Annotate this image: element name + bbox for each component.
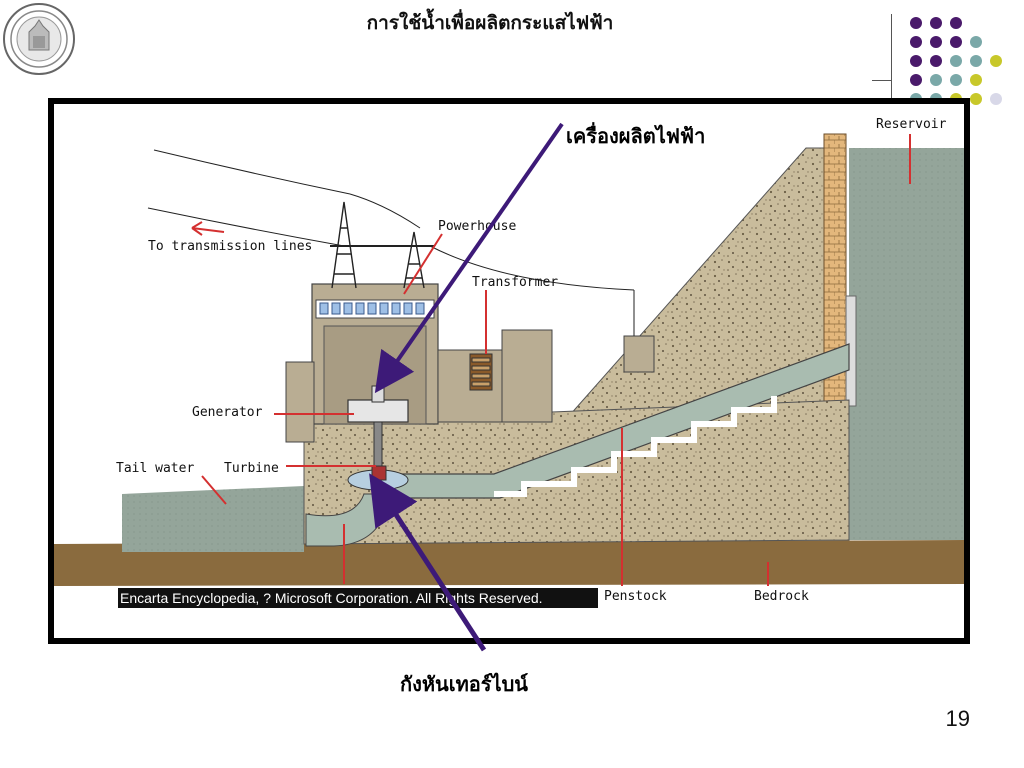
tail-water bbox=[122, 486, 304, 552]
turbine-callout: กังหันเทอร์ไบน์ bbox=[400, 672, 528, 696]
tail-water-label: Tail water bbox=[116, 461, 194, 476]
reservoir-water bbox=[849, 148, 964, 540]
hydro-diagram-frame: Reservoir Powerhouse Transformer To tran… bbox=[48, 98, 970, 644]
transformer-label: Transformer bbox=[472, 275, 558, 290]
slide-title: การใช้น้ำเพื่อผลิตกระแสไฟฟ้า bbox=[366, 12, 614, 34]
penstock-label: Penstock bbox=[604, 589, 667, 604]
bedrock-label: Bedrock bbox=[754, 589, 809, 604]
turbine-shaft bbox=[373, 421, 383, 471]
credit-text: Encarta Encyclopedia, ? Microsoft Corpor… bbox=[120, 590, 543, 606]
page-number: 19 bbox=[945, 706, 970, 731]
generator-unit bbox=[347, 399, 409, 423]
penstock-steps bbox=[494, 396, 777, 497]
powerhouse-label: Powerhouse bbox=[438, 219, 516, 234]
decorative-dot-grid bbox=[910, 17, 1002, 105]
university-seal-logo bbox=[3, 3, 75, 75]
decorative-horizontal-line bbox=[872, 80, 892, 81]
generator-callout: เครื่องผลิตไฟฟ้า bbox=[566, 124, 706, 148]
decorative-vertical-line bbox=[891, 14, 892, 110]
turbine-label: Turbine bbox=[224, 461, 279, 476]
transmission-towers bbox=[330, 201, 434, 289]
transmission-label: To transmission lines bbox=[148, 239, 312, 254]
generator-label: Generator bbox=[192, 405, 263, 420]
reservoir-label: Reservoir bbox=[876, 117, 947, 132]
hydroelectric-dam-diagram: Reservoir Powerhouse Transformer To tran… bbox=[54, 117, 964, 608]
